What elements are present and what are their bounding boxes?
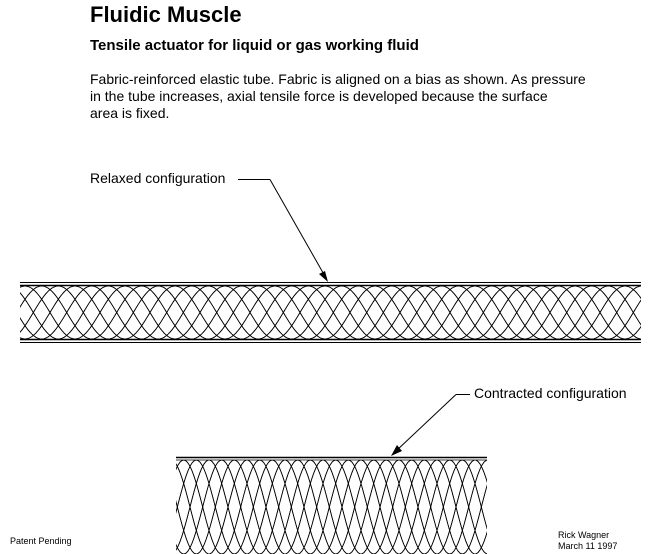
fabric-fiber (176, 460, 487, 554)
fabric-fiber (176, 460, 487, 554)
diagram-subtitle: Tensile actuator for liquid or gas worki… (90, 37, 419, 54)
fabric-fiber (20, 286, 641, 339)
author-name: Rick Wagner (558, 530, 610, 540)
diagram-title: Fluidic Muscle (90, 2, 242, 27)
fabric-fiber (20, 286, 641, 339)
patent-pending-note: Patent Pending (10, 536, 72, 546)
author-block: Rick Wagner March 11 1997 (558, 530, 617, 552)
fabric-fiber (20, 286, 641, 339)
fabric-fiber (176, 460, 487, 554)
fabric-fiber (176, 460, 487, 554)
fabric-fiber (176, 460, 487, 554)
relaxed-fabric-mesh (20, 286, 641, 339)
fabric-fiber (20, 286, 641, 339)
fabric-fiber (176, 460, 487, 554)
fabric-fiber (20, 286, 641, 339)
fabric-fiber (176, 460, 487, 554)
contracted-fabric-mesh (176, 460, 487, 554)
fabric-fiber (176, 460, 487, 554)
fabric-fiber (20, 286, 641, 339)
contracted-tube (176, 456, 487, 554)
fabric-fiber (176, 460, 487, 554)
description-text: Fabric-reinforced elastic tube. Fabric i… (90, 71, 660, 122)
fabric-fiber (20, 286, 641, 339)
contracted-leader-arrow (391, 394, 470, 456)
fabric-fiber (20, 286, 641, 339)
fabric-fiber (20, 286, 641, 339)
contracted-tube-outline (176, 456, 487, 461)
fabric-fiber (20, 286, 641, 339)
relaxed-configuration-label: Relaxed configuration (90, 170, 226, 186)
contracted-configuration-label: Contracted configuration (474, 385, 627, 401)
description-line-3: area is fixed. (90, 105, 170, 121)
relaxed-leader-arrow (238, 179, 328, 282)
author-date: March 11 1997 (558, 541, 618, 551)
fabric-fiber (20, 286, 641, 339)
description-line-1: Fabric-reinforced elastic tube. Fabric i… (90, 71, 586, 87)
relaxed-tube (20, 282, 641, 343)
fabric-fiber (176, 460, 487, 554)
fabric-fiber (176, 460, 487, 554)
description-line-2: in the tube increases, axial tensile for… (90, 88, 548, 104)
fabric-fiber (176, 460, 487, 554)
fabric-fiber (20, 286, 641, 339)
relaxed-tube-outline (20, 282, 641, 343)
